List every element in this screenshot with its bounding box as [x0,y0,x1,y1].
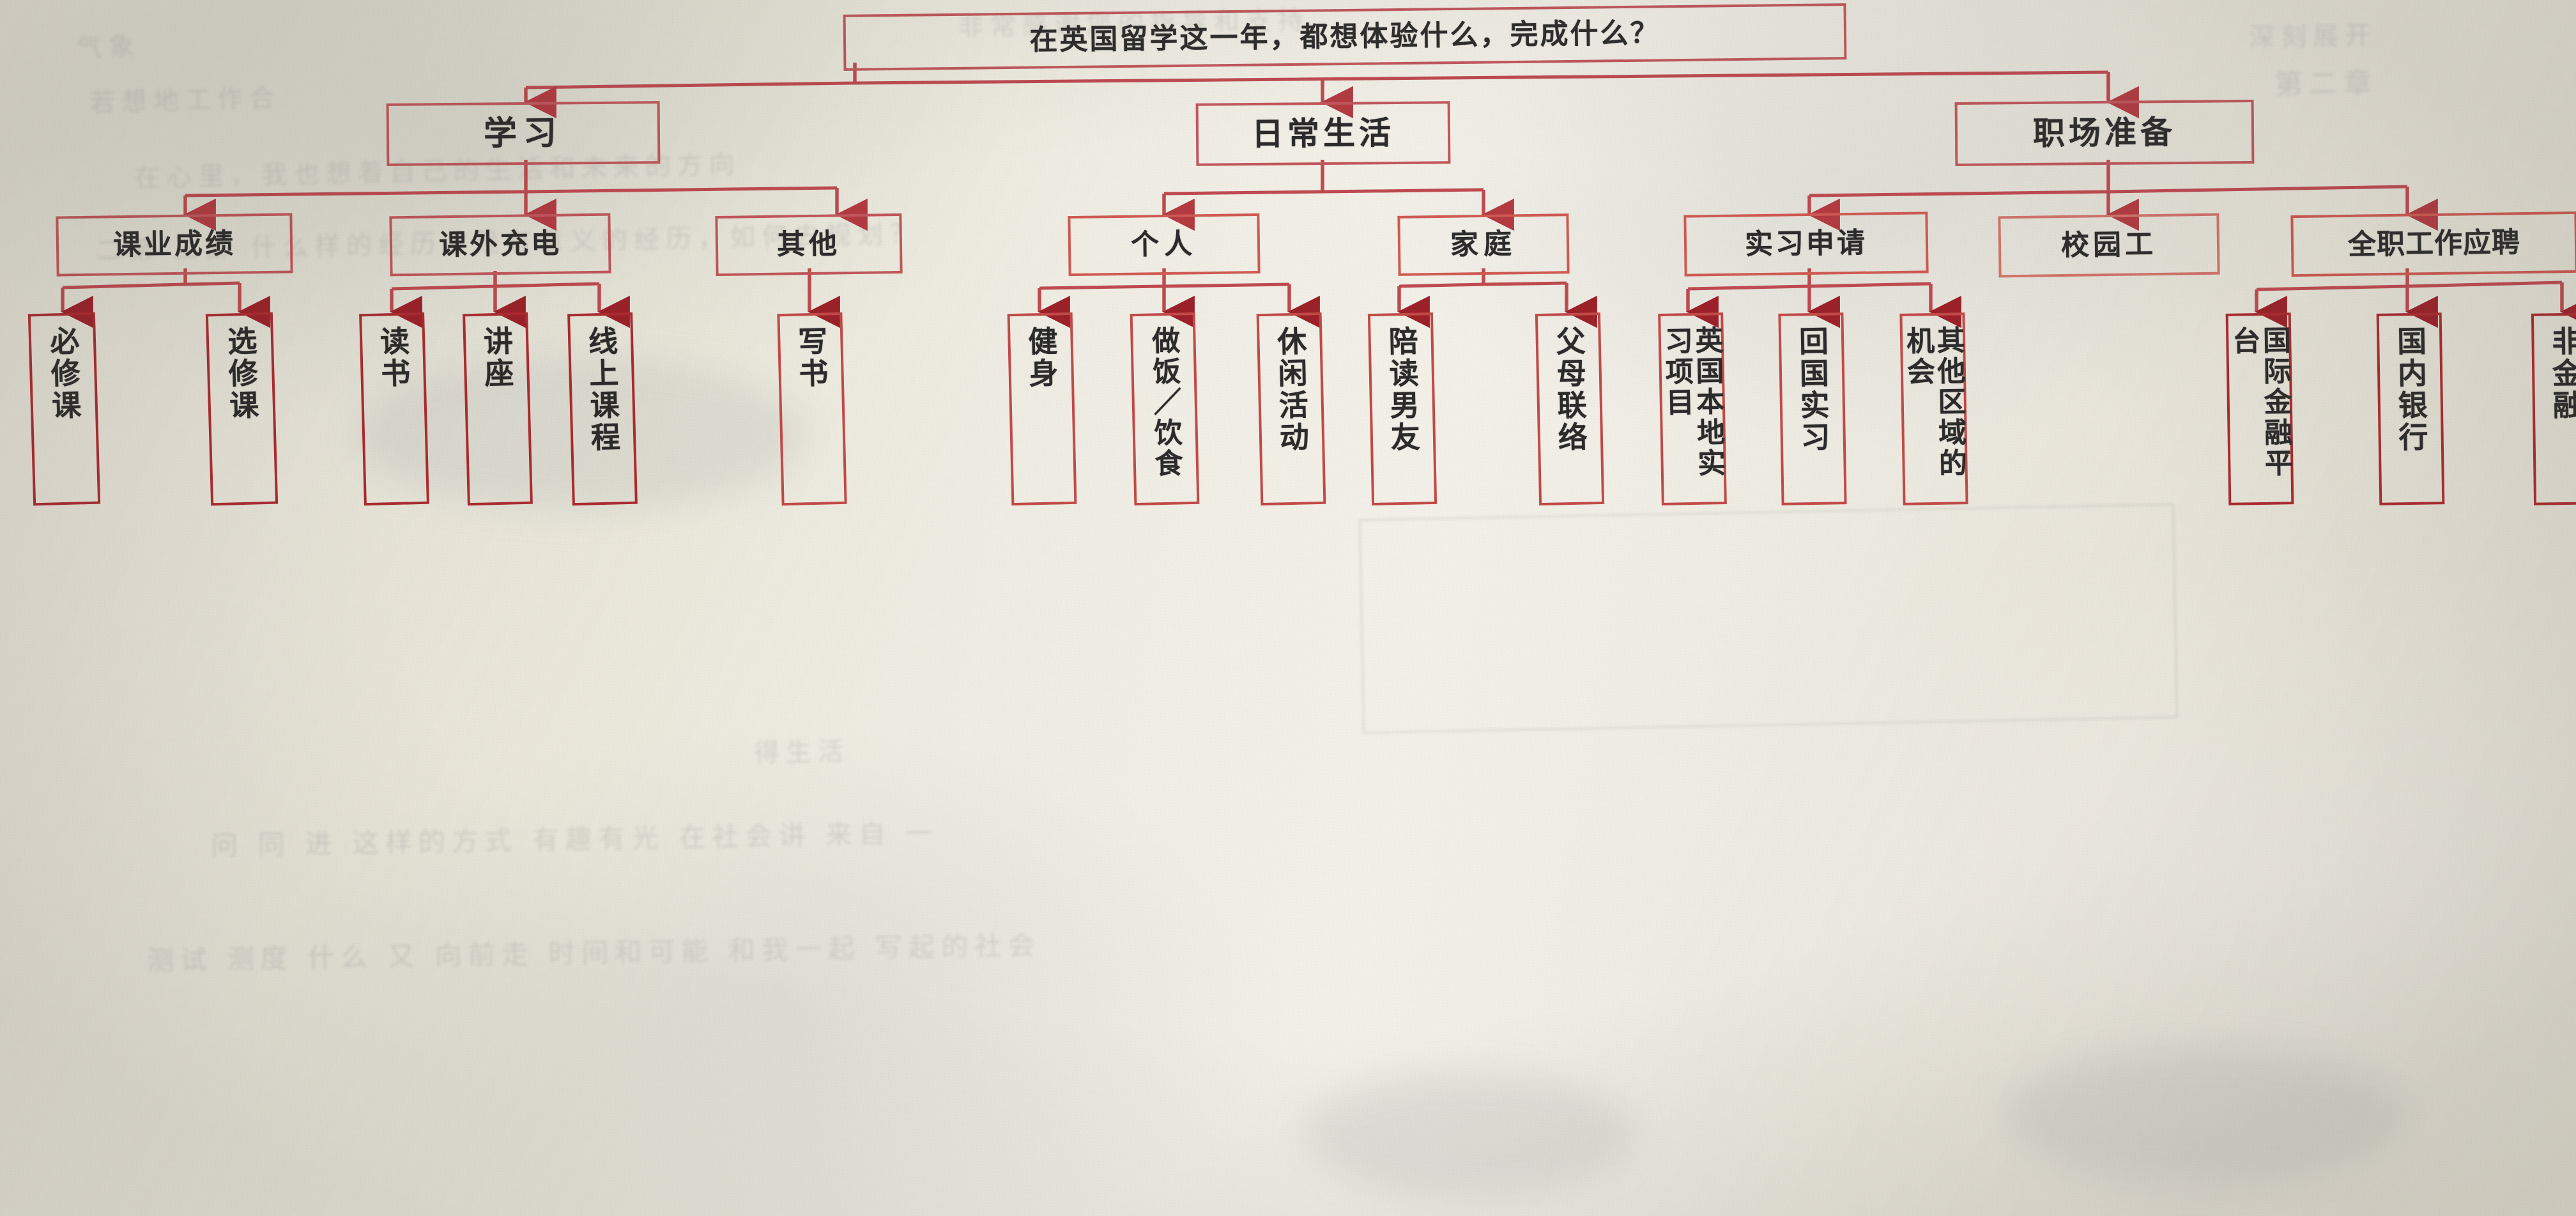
node-grades[interactable]: 课业成绩 [56,213,293,277]
node-intl-finance-platform[interactable]: 国际金融平台 [2225,312,2294,505]
node-label: 选修课 [223,325,259,422]
node-career-prep[interactable]: 职场准备 [1954,99,2255,167]
node-reading[interactable]: 读书 [359,312,429,506]
ghost-text: 若想地工作合 [89,84,282,117]
node-label: 写书 [793,325,829,390]
node-label: 必修课 [45,325,82,422]
ghost-text: 第二章 [2274,67,2379,100]
node-campus-job[interactable]: 校园工 [1998,213,2220,278]
node-family[interactable]: 家庭 [1397,213,1570,276]
ghost-text: 深刻展开 [2248,21,2377,52]
node-label: 实习申请 [1744,227,1868,261]
node-china-internship[interactable]: 回国实习 [1778,312,1847,505]
node-label: 陪读男友 [1384,325,1421,454]
node-label: 在英国留学这一年，都想体验什么，完成什么？ [1029,17,1660,56]
node-label: 学习 [483,114,564,153]
node-online-course[interactable]: 线上课程 [567,312,638,506]
ghost-text: 测试 测度 什么 又 向前走 时间和可能 和我一起 写起的社会 [146,930,1041,976]
node-label: 个人 [1130,228,1198,261]
node-label: 校园工 [2060,229,2158,262]
node-label: 职场准备 [2032,114,2177,151]
node-leisure[interactable]: 休闲活动 [1256,312,1326,506]
ghost-text: 得生活 [753,737,850,767]
node-label: 线上课程 [584,325,621,454]
node-label: 读书 [376,325,411,390]
node-other-study[interactable]: 其他 [715,213,903,277]
node-root[interactable]: 在英国留学这一年，都想体验什么，完成什么？ [843,3,1847,71]
node-label: 其他区域的机会 [1901,325,1966,479]
node-daily-life[interactable]: 日常生活 [1195,101,1451,166]
node-fitness[interactable]: 健身 [1007,312,1077,506]
node-extracurricular[interactable]: 课外充电 [389,213,611,277]
node-label: 休闲活动 [1273,325,1310,454]
ghost-text: 气象 [76,32,141,62]
node-internship-apply[interactable]: 实习申请 [1683,212,1929,277]
node-label: 国内银行 [2393,325,2428,454]
node-personal[interactable]: 个人 [1068,213,1261,277]
node-label: 回国实习 [1795,325,1831,454]
ghost-blob [2006,1048,2402,1182]
node-label: 其他 [776,228,841,261]
node-label: 课业成绩 [112,227,236,261]
node-study[interactable]: 学习 [386,101,661,166]
node-label: 英国本地实习项目 [1660,325,1725,479]
node-label: 健身 [1023,325,1059,390]
ghost-text: 问 同 进 这样的方式 有趣有光 在社会讲 来自 一 [210,818,939,861]
node-non-finance[interactable]: 非金融 [2531,312,2576,505]
node-label: 父母联络 [1552,325,1588,454]
node-parents-contact[interactable]: 父母联络 [1535,312,1605,506]
node-cooking-diet[interactable]: 做饭／饮食 [1130,312,1200,506]
node-label: 日常生活 [1251,115,1395,152]
node-label: 家庭 [1450,228,1517,261]
node-label: 做饭／饮食 [1147,325,1183,480]
node-label: 课外充电 [438,227,562,261]
node-lecture[interactable]: 讲座 [463,312,533,506]
node-other-region[interactable]: 其他区域的机会 [1899,312,1968,505]
node-domestic-bank[interactable]: 国内银行 [2376,312,2445,505]
node-fulltime-apply[interactable]: 全职工作应聘 [2290,211,2576,277]
node-label: 国际金融平台 [2227,325,2292,479]
node-boyfriend[interactable]: 陪读男友 [1367,312,1438,506]
ghost-blob [1303,1074,1636,1195]
node-required-course[interactable]: 必修课 [27,312,101,506]
ghost-rect [1358,503,2179,734]
node-writing-book[interactable]: 写书 [777,312,847,506]
node-elective-course[interactable]: 选修课 [205,312,279,506]
node-label: 非金融 [2548,325,2576,422]
node-label: 全职工作应聘 [2347,227,2521,261]
node-uk-internship[interactable]: 英国本地实习项目 [1658,312,1727,505]
node-label: 讲座 [479,325,515,390]
